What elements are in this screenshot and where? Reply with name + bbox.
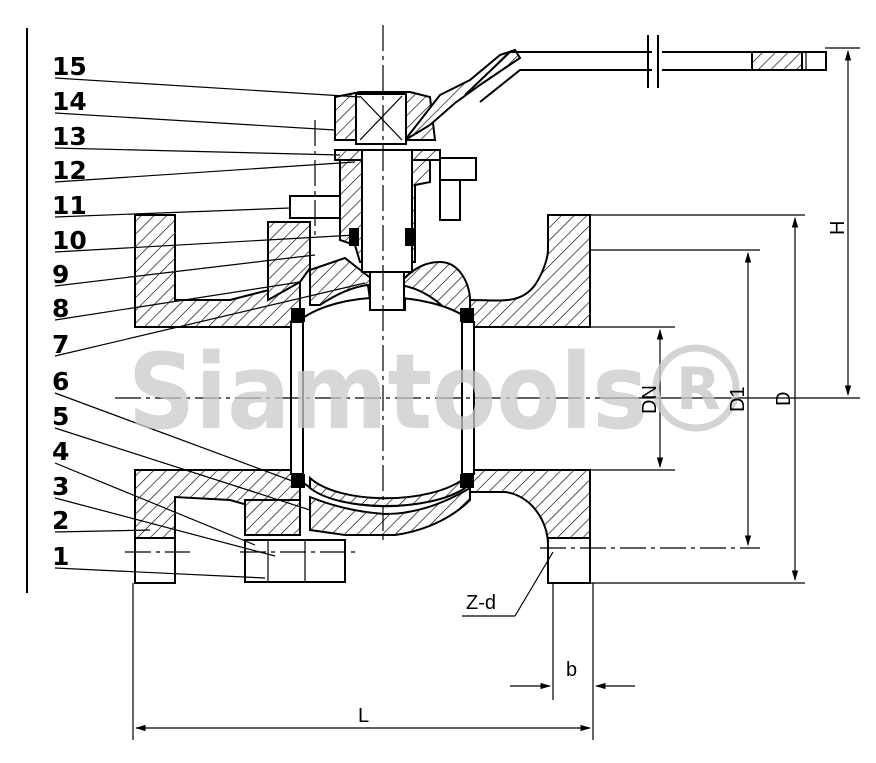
callout-13: 13 bbox=[52, 122, 87, 151]
dimension-labels: DN D1 D H L b Z-d bbox=[358, 221, 849, 727]
watermark-text: Siamtools bbox=[128, 331, 648, 453]
handle-lever bbox=[464, 35, 827, 103]
dim-label-b: b bbox=[566, 659, 577, 681]
callout-15: 15 bbox=[52, 52, 87, 81]
leader-lines bbox=[54, 77, 366, 579]
callout-9: 9 bbox=[52, 260, 69, 289]
registered-mark-icon bbox=[652, 344, 740, 432]
callout-7: 7 bbox=[52, 330, 69, 359]
callout-numbers: 15 14 13 12 11 10 9 8 7 6 5 4 3 2 1 bbox=[52, 52, 87, 571]
dim-label-dn: DN bbox=[639, 385, 661, 414]
stem bbox=[349, 93, 415, 311]
callout-2: 2 bbox=[52, 506, 69, 535]
callout-10: 10 bbox=[52, 226, 87, 255]
dim-label-l: L bbox=[358, 705, 369, 727]
callout-3: 3 bbox=[52, 472, 69, 501]
callout-12: 12 bbox=[52, 156, 87, 185]
callout-14: 14 bbox=[52, 87, 87, 116]
registered-mark-letter: R bbox=[676, 355, 721, 423]
callout-1: 1 bbox=[52, 542, 69, 571]
callout-8: 8 bbox=[52, 294, 69, 323]
center-lines bbox=[115, 25, 760, 553]
callout-11: 11 bbox=[52, 191, 87, 220]
dim-label-d1: D1 bbox=[727, 386, 749, 412]
callout-4: 4 bbox=[52, 437, 69, 466]
watermark: Siamtools R bbox=[128, 331, 740, 453]
callout-6: 6 bbox=[52, 367, 69, 396]
dim-label-d: D bbox=[773, 392, 795, 406]
dim-label-zd: Z-d bbox=[466, 592, 496, 614]
callout-5: 5 bbox=[52, 402, 69, 431]
dim-label-h: H bbox=[827, 221, 849, 235]
